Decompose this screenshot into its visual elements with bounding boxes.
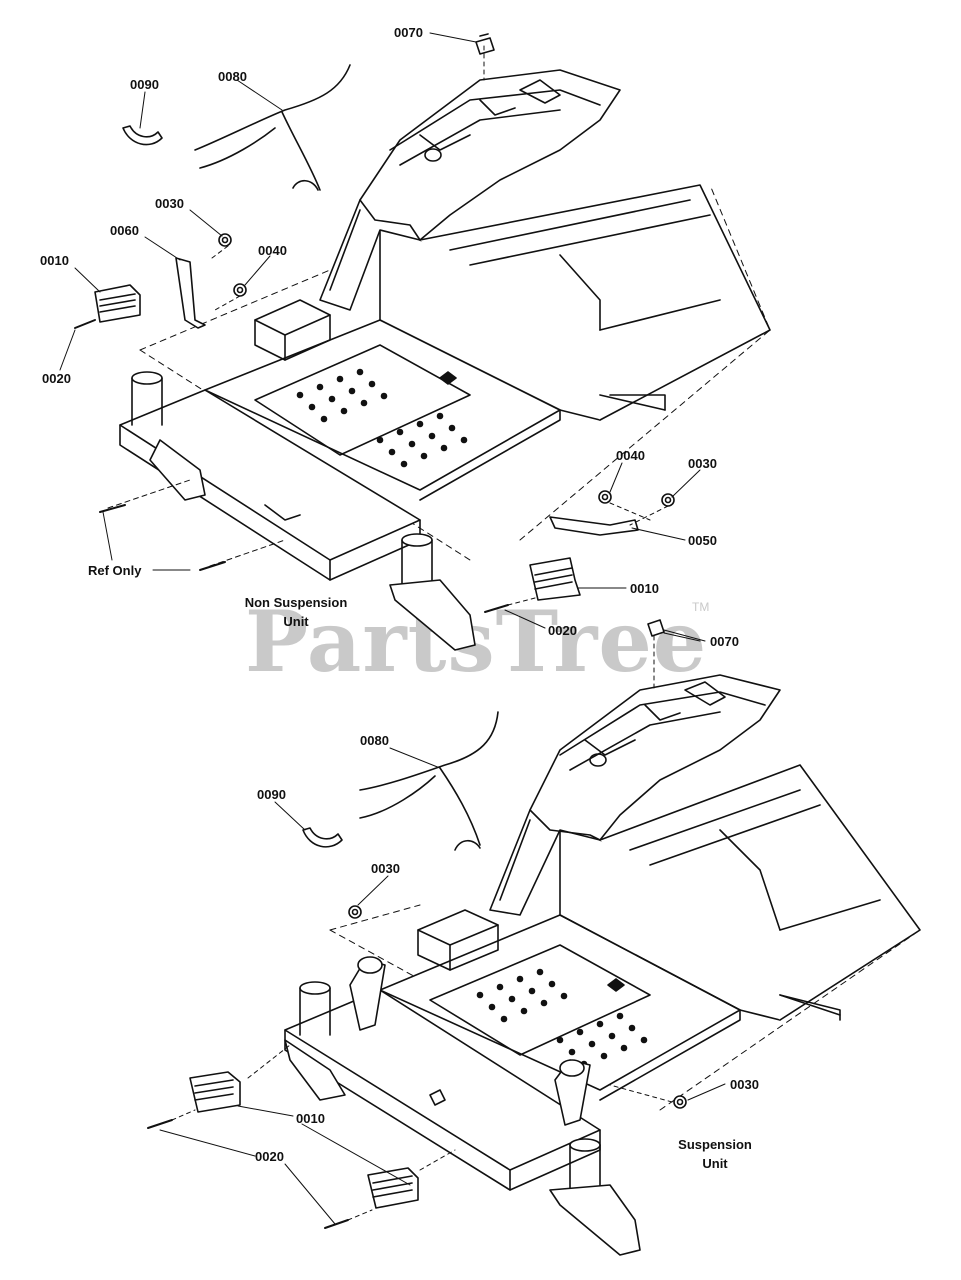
- label-0080-top[interactable]: 0080: [218, 69, 247, 84]
- caption-non-suspension-line2: Unit: [283, 613, 309, 629]
- label-0070-top[interactable]: 0070: [394, 25, 423, 40]
- label-0090-bottom[interactable]: 0090: [257, 787, 286, 802]
- caption-suspension-line1: Suspension: [678, 1137, 752, 1152]
- label-0010-top-a[interactable]: 0010: [40, 253, 69, 268]
- top-exploded-parts: [59, 32, 701, 642]
- label-0020-top-b[interactable]: 0020: [548, 623, 577, 638]
- label-0090-top[interactable]: 0090: [130, 77, 159, 92]
- label-0030-top-b[interactable]: 0030: [688, 456, 717, 471]
- label-0070-bottom[interactable]: 0070: [710, 634, 739, 649]
- watermark-trademark: TM: [692, 600, 710, 614]
- watermark-logo: PartsTree: [245, 592, 708, 691]
- label-0040-top-a[interactable]: 0040: [258, 243, 287, 258]
- caption-non-suspension: Non Suspension Unit: [228, 594, 364, 632]
- label-0080-bottom[interactable]: 0080: [360, 733, 389, 748]
- label-0060-top[interactable]: 0060: [110, 223, 139, 238]
- caption-suspension: Suspension Unit: [662, 1136, 768, 1174]
- caption-suspension-line2: Unit: [702, 1155, 728, 1171]
- caption-non-suspension-line1: Non Suspension: [244, 595, 348, 610]
- label-0030-bottom-a[interactable]: 0030: [371, 861, 400, 876]
- label-0010-bottom[interactable]: 0010: [296, 1111, 325, 1126]
- label-ref-only: Ref Only: [88, 563, 142, 578]
- label-0030-bottom-b[interactable]: 0030: [730, 1077, 759, 1092]
- label-0020-bottom[interactable]: 0020: [255, 1149, 284, 1164]
- bottom-mower-frame: [284, 674, 921, 1256]
- label-0040-top-b[interactable]: 0040: [616, 448, 645, 463]
- label-0020-top-a[interactable]: 0020: [42, 371, 71, 386]
- top-mower-frame: [99, 69, 771, 651]
- bottom-exploded-parts: [147, 619, 726, 1229]
- label-0050-top[interactable]: 0050: [688, 533, 717, 548]
- label-0010-top-b[interactable]: 0010: [630, 581, 659, 596]
- label-0030-top-a[interactable]: 0030: [155, 196, 184, 211]
